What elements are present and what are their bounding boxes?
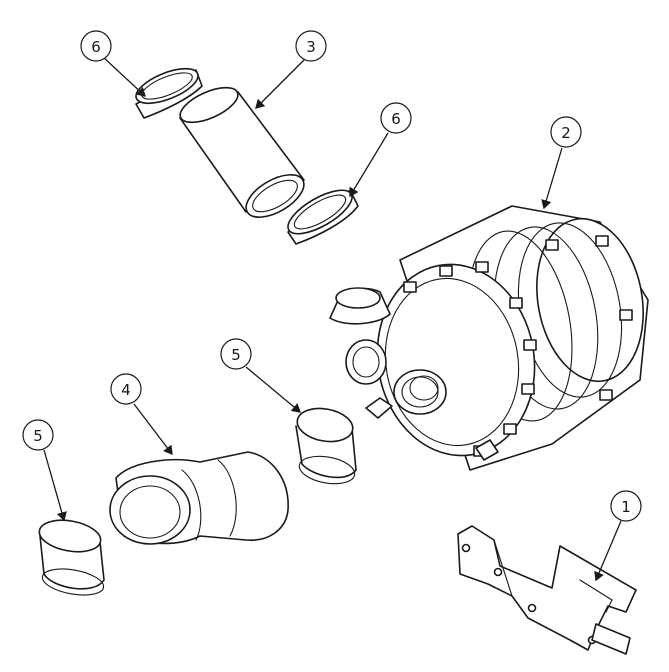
- callout-label-5-bottom: 5: [33, 427, 43, 445]
- callout-1: 1: [594, 490, 642, 582]
- callout-label-1: 1: [621, 498, 631, 516]
- callout-6-middle: 6: [349, 102, 412, 198]
- callout-label-2: 2: [561, 124, 571, 142]
- callout-5-middle: 5: [220, 338, 301, 413]
- part-3-tube: [179, 86, 305, 218]
- part-2-pump: [329, 205, 649, 471]
- callout-6-top: 6: [80, 30, 146, 97]
- callout-label-3: 3: [306, 38, 316, 56]
- callout-2: 2: [541, 116, 582, 210]
- callout-4: 4: [110, 373, 173, 456]
- part-1-bracket: [457, 525, 637, 655]
- callout-label-4: 4: [121, 381, 131, 399]
- callout-label-5-middle: 5: [231, 346, 241, 364]
- part-5-ring-bottom: [38, 519, 105, 596]
- part-6-ring-middle: [287, 189, 359, 245]
- callout-label-6-middle: 6: [391, 110, 401, 128]
- callout-3: 3: [255, 30, 327, 109]
- callout-label-6-top: 6: [91, 38, 101, 56]
- part-5-ring-middle: [295, 407, 357, 485]
- callout-5-bottom: 5: [22, 419, 67, 522]
- part-4-elbow-hose: [109, 451, 289, 545]
